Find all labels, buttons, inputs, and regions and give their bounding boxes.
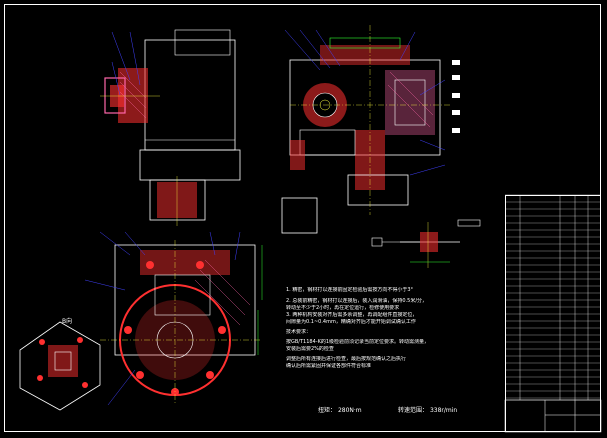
note-line: 2. 总装前精密，钢材打以连接后，装入润滑油，保持0.5米/分，	[286, 298, 427, 304]
plan-section-view	[84, 231, 263, 406]
torque-value: 280N·m	[337, 407, 362, 414]
speed-spec: 转速范围： 338r/min	[398, 405, 457, 414]
note-line: 调整后所有连接后进行检查，最后按规范确认之后执行	[286, 356, 407, 362]
shaft-detail	[371, 219, 481, 268]
note-line: 间隙量为0.1~0.4mm，精确对齐后才能开始调试确认工作	[286, 319, 416, 325]
speed-value: 338r/min	[429, 407, 458, 414]
torque-spec: 扭矩： 280N·m	[318, 405, 362, 414]
side-view	[100, 29, 241, 226]
note-line: 3. 两种机构安装对齐后需多余调整，再调配组件直接定位，	[286, 312, 418, 318]
torque-label: 扭矩：	[318, 407, 337, 414]
note-heading: 技术要求：	[286, 329, 312, 335]
front-section-view	[281, 25, 460, 234]
speed-label: 转速范围：	[398, 407, 429, 414]
view-b-label: B向	[62, 318, 73, 325]
note-line: 安装后需要2%的检查	[286, 346, 334, 352]
flange-view-b	[19, 321, 101, 411]
title-block	[505, 195, 601, 432]
note-line: 按GB/T1184-K的1级检验前须记录当前定位要求。转动需测量，	[286, 339, 430, 345]
technical-notes: 1. 精密，钢材打以连接前固定检验后需按方向不得小于3° 2. 总装前精密，钢材…	[286, 287, 501, 370]
note-line: 转动至不少于2小时，再在定位运行，检修使用要求	[286, 305, 400, 311]
note-line: 确认后所需紧固并保证各部件符合标准	[286, 363, 372, 369]
note-line: 1. 精密，钢材打以连接前固定检验后需按方向不得小于3°	[286, 287, 414, 293]
